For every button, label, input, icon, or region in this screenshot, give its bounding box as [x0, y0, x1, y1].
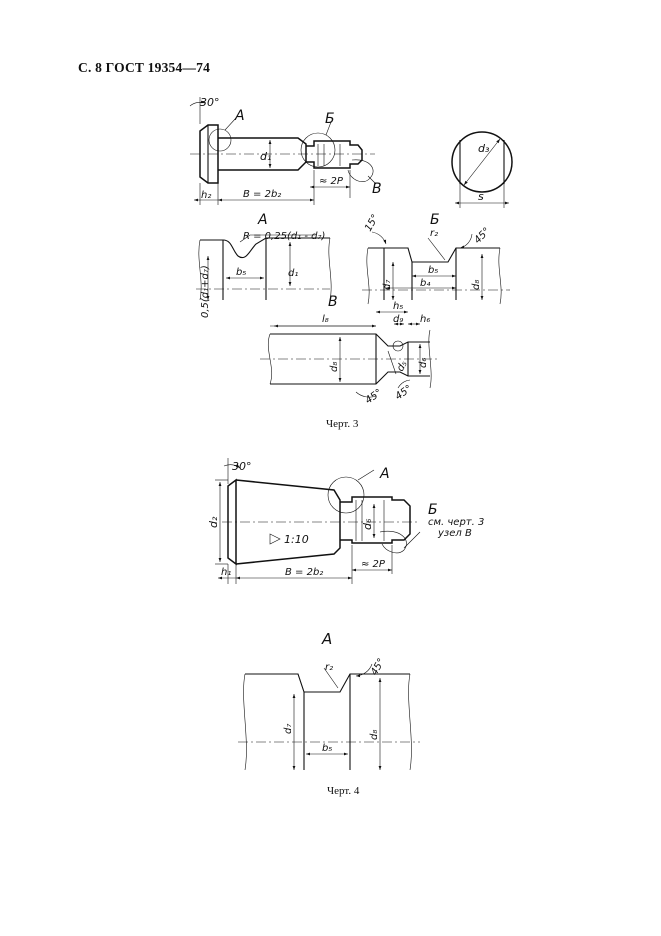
fig3-h2-label: h₂: [201, 190, 211, 201]
view-b-b4-label: b₄: [420, 278, 430, 289]
view-v-d6-label: d₆: [418, 358, 429, 368]
view-a-radius-label: R = 0,25(d₁ - d₇): [243, 231, 325, 242]
view-b-r2-label: r₂: [430, 228, 438, 239]
view-b-d8-label: d₈: [471, 280, 482, 290]
view-v-h5-label: h₅: [393, 301, 403, 312]
fig3-callout-b: Б: [325, 111, 335, 127]
fig4-angle-label: 30°: [232, 460, 252, 473]
fig4-callout-a: А: [379, 466, 390, 482]
fig4-d6-label: d₆: [361, 518, 374, 530]
fig3-view-b: [362, 231, 510, 305]
view-b-d7-label: d₇: [382, 280, 393, 290]
fig4-length-label: B = 2b₂: [285, 567, 323, 578]
detail-b5-label: b₅: [322, 743, 332, 754]
view-a-title: А: [257, 212, 268, 228]
view-v-h6-label: h₆: [420, 314, 430, 325]
fig3-section-s: d₃ s: [451, 131, 513, 208]
fig3-view-a-labels: А R = 0,25(d₁ - d₇) b₅ d₁ 0,5(d₁+d₇): [200, 212, 325, 318]
view-b-angle15: 15°: [363, 213, 381, 234]
detail-d8-label: d₈: [369, 730, 380, 740]
view-b-title: Б: [430, 212, 440, 228]
fig4-main-labels: 30° А Б см. черт. 3 узел В d₂ d₆ 1:10 h₁…: [207, 460, 484, 578]
fig3-view-b-labels: Б 15° r₂ 45° b₅ b₄ d₇ d₈: [363, 212, 493, 290]
view-a-side-label: 0,5(d₁+d₇): [200, 265, 211, 318]
view-v-d8-label: d₈: [329, 362, 340, 372]
fig3-view-a: [196, 234, 332, 301]
fig4-taper-label: 1:10: [284, 533, 309, 546]
fig3-view-v: [260, 310, 440, 398]
figure3-caption: Черт. 3: [326, 418, 359, 430]
view-b-angle45: 45°: [472, 226, 492, 246]
fig3-length-label: B = 2b₂: [243, 189, 281, 200]
detail-a-title: А: [321, 630, 332, 648]
fig4-detail-a: [238, 663, 420, 771]
view-v-angle45a: 45°: [363, 387, 384, 406]
fig3-main-labels: 30° А Б В d₁ h₂ B = 2b₂ ≈ 2P: [200, 96, 382, 201]
view-v-title: В: [328, 294, 338, 310]
view-v-angle45b: 45°: [393, 383, 414, 402]
fig3-d3-label: d₃: [478, 142, 490, 155]
fig4-2p-label: ≈ 2P: [361, 559, 386, 570]
fig3-s-label: s: [478, 190, 484, 203]
fig4-h1-label: h₁: [221, 567, 231, 578]
fig4-callout-b: Б: [428, 502, 438, 518]
figure4-caption: Черт. 4: [327, 785, 360, 797]
fig4-main-part: [215, 458, 421, 584]
fig4-note-line2: узел В: [437, 528, 472, 539]
fig3-callout-a: А: [234, 108, 245, 124]
fig3-callout-v: В: [372, 181, 382, 197]
view-v-d5-label: d₅: [395, 359, 410, 373]
page-header: С. 8 ГОСТ 19354—74: [78, 60, 211, 75]
view-a-d1-label: d₁: [288, 268, 298, 279]
view-b-b5-label: b₅: [428, 265, 438, 276]
fig4-note-line1: см. черт. 3: [428, 517, 484, 528]
fig3-main-part: [189, 97, 377, 205]
view-v-d9-label: d₉: [393, 314, 403, 325]
detail-d7-label: d₇: [283, 724, 294, 734]
fig3-angle-label: 30°: [200, 96, 220, 109]
fig4-d2-label: d₂: [207, 516, 220, 528]
view-v-l8-label: l₈: [322, 314, 329, 325]
view-a-b5-label: b₅: [236, 267, 246, 278]
fig3-d1-label: d₁: [260, 150, 271, 163]
detail-r2-label: r₂: [325, 662, 333, 673]
fig3-2p-label: ≈ 2P: [319, 176, 344, 187]
